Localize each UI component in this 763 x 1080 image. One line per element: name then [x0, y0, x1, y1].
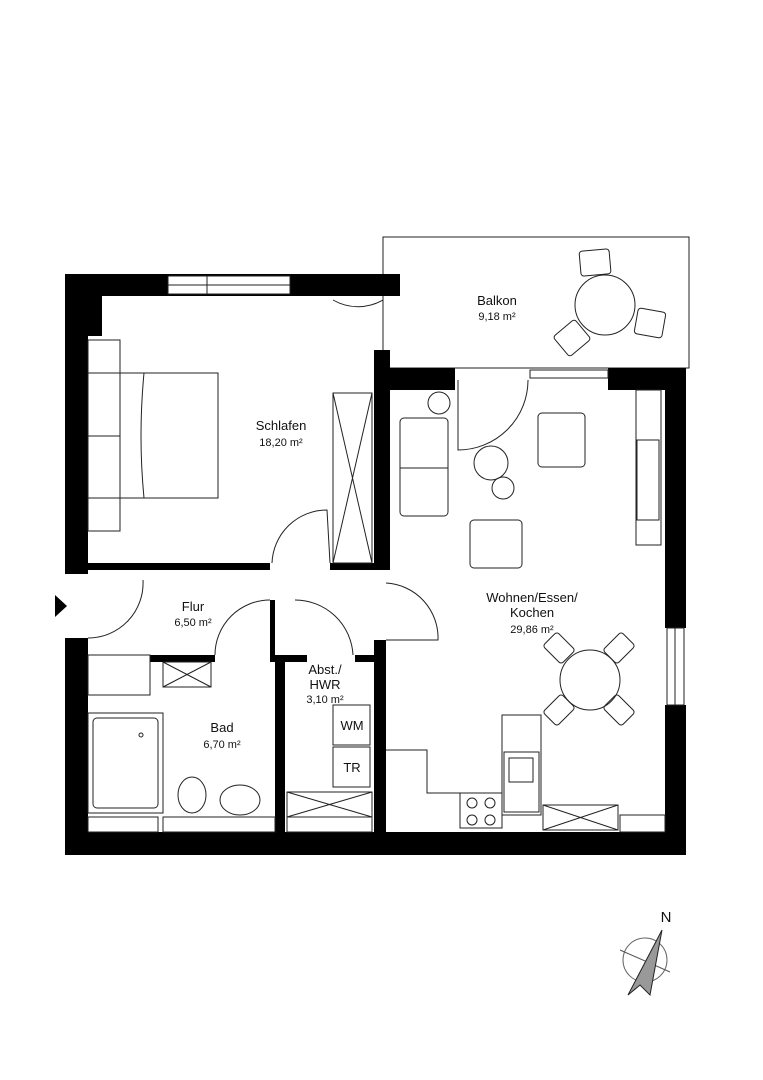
room-area-abst: 3,10 m² — [306, 694, 344, 706]
kitchen — [386, 714, 619, 831]
room-name-abst-2: HWR — [309, 677, 340, 692]
washer-label: WM — [340, 718, 363, 733]
room-name-balkon: Balkon — [477, 293, 517, 308]
utility-fixtures — [286, 704, 373, 818]
room-name-schlafen: Schlafen — [256, 418, 307, 433]
room-area-wohnen: 29,86 m² — [510, 624, 554, 636]
walls — [65, 274, 686, 855]
dryer-label: TR — [343, 760, 360, 775]
room-name-abst-1: Abst./ — [308, 662, 342, 677]
room-name-wohnen-1: Wohnen/Essen/ — [486, 590, 578, 605]
bath-fixtures — [87, 654, 261, 816]
room-name-bad: Bad — [210, 720, 233, 735]
windows — [87, 275, 685, 833]
room-area-schlafen: 18,20 m² — [259, 437, 303, 449]
room-area-balkon: 9,18 m² — [478, 311, 516, 323]
compass-north-label: N — [661, 909, 672, 926]
room-area-flur: 6,50 m² — [174, 617, 212, 629]
balcony-table-set — [553, 248, 667, 357]
room-area-bad: 6,70 m² — [203, 739, 241, 751]
compass-icon — [619, 929, 671, 997]
entrance-arrow-icon — [55, 595, 67, 617]
balcony-outline — [382, 236, 690, 369]
room-name-wohnen-2: Kochen — [510, 605, 554, 620]
room-name-flur: Flur — [182, 599, 205, 614]
bed — [87, 339, 219, 532]
wardrobe — [332, 392, 373, 564]
doors — [87, 299, 529, 656]
living-furniture — [399, 389, 662, 726]
